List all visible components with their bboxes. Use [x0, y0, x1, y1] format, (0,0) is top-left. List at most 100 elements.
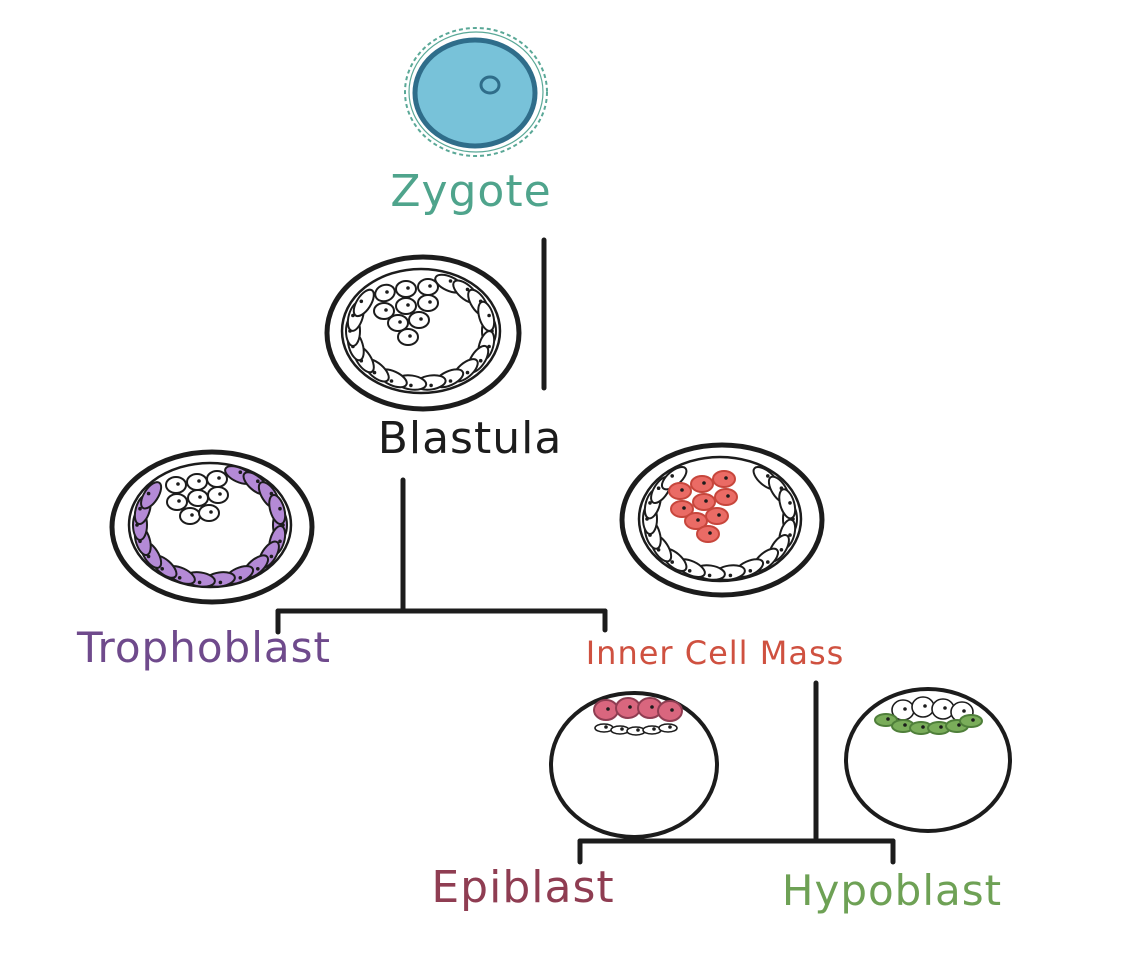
- nucleus-dot: [604, 725, 608, 729]
- ring-cell: [268, 493, 287, 526]
- inner-cell: [186, 473, 208, 491]
- nucleus-dot: [198, 495, 202, 499]
- nucleus-dot: [903, 707, 907, 711]
- nucleus-dot: [372, 370, 377, 375]
- inner-cell: [206, 470, 228, 488]
- inner-cell: [187, 489, 209, 507]
- inner-cell: [374, 283, 396, 303]
- nucleus-dot: [903, 723, 907, 727]
- nucleus-dot: [177, 576, 182, 580]
- nucleus-dot: [717, 513, 721, 517]
- nucleus-dot: [708, 531, 712, 535]
- inner-cell: [705, 507, 729, 525]
- hypoblast-label: Hypoblast: [782, 866, 1002, 915]
- nucleus-dot: [943, 706, 947, 710]
- inner-cell: [626, 726, 646, 736]
- nucleus-dot: [146, 491, 151, 496]
- nucleus-dot: [670, 560, 674, 564]
- blastula-cell-icon: [324, 254, 522, 412]
- trophoblast-label: Trophoblast: [76, 623, 331, 672]
- inner-cell: [387, 314, 409, 332]
- nucleus-dot: [398, 320, 402, 324]
- inner-cell: [657, 700, 683, 722]
- inner-cell-mass-label: Inner Cell Mass: [586, 634, 845, 672]
- nucleus-dot: [384, 308, 388, 312]
- inner-cell: [417, 278, 439, 296]
- inner-cell-mass-cell-icon: [619, 442, 825, 598]
- zygote-cell-icon: [404, 27, 548, 157]
- nucleus-dot: [648, 501, 652, 505]
- hypoblast-cell-icon: [844, 687, 1012, 833]
- inner-cell: [166, 493, 188, 511]
- nucleus-dot: [278, 539, 282, 544]
- nucleus-dot: [682, 506, 686, 510]
- blastula-branch-connector: [275, 477, 608, 635]
- nucleus-dot: [670, 708, 674, 712]
- nucleus-dot: [209, 510, 213, 514]
- nucleus-dot: [359, 299, 364, 304]
- nucleus-dot: [160, 567, 164, 571]
- nucleus-dot: [766, 474, 770, 478]
- nucleus-dot: [487, 313, 491, 318]
- nucleus-dot: [702, 481, 706, 485]
- nucleus-dot: [668, 725, 672, 729]
- epiblast-label: Epiblast: [431, 862, 614, 913]
- nucleus-dot: [670, 474, 674, 478]
- inner-cell: [610, 725, 630, 735]
- nucleus-dot: [217, 476, 221, 480]
- nucleus-dot: [278, 506, 282, 511]
- nucleus-dot: [408, 334, 412, 338]
- ring-cell: [778, 488, 797, 520]
- nucleus-dot: [788, 533, 792, 537]
- nucleus-dot: [409, 383, 413, 388]
- nucleus-dot: [419, 317, 423, 321]
- zygote-label: Zygote: [390, 166, 551, 217]
- nucleus-dot: [389, 379, 394, 383]
- nucleus-dot: [957, 723, 961, 727]
- nucleus-dot: [788, 501, 792, 505]
- nucleus-dot: [962, 709, 966, 713]
- inner-cell: [696, 525, 720, 543]
- inner-cell: [658, 723, 678, 733]
- inner-cell: [593, 699, 619, 721]
- inner-cell: [207, 486, 229, 504]
- nucleus-dot: [138, 506, 142, 511]
- nucleus-dot: [255, 567, 260, 571]
- nucleus-dot: [269, 554, 274, 559]
- inner-cell: [417, 294, 439, 312]
- nucleus-dot: [448, 279, 453, 283]
- nucleus-dot: [406, 303, 410, 307]
- nucleus-dot: [478, 358, 483, 363]
- inner-cell: [642, 725, 662, 735]
- nucleus-dot: [650, 705, 654, 709]
- inner-cell: [690, 475, 714, 493]
- nucleus-dot: [704, 499, 708, 503]
- inner-cell: [179, 507, 201, 525]
- nucleus-dot: [429, 383, 433, 388]
- blastula-label: Blastula: [378, 413, 563, 464]
- nucleus-dot: [176, 482, 180, 486]
- nucleus-dot: [238, 470, 243, 475]
- ring-cell: [352, 288, 375, 318]
- nucleus-dot: [724, 476, 728, 480]
- nucleus-dot: [923, 704, 927, 708]
- inner-cell: [911, 696, 935, 718]
- nucleus-dot: [177, 499, 181, 503]
- nucleus-dot: [707, 573, 712, 578]
- trophoblast-cell-icon: [109, 449, 315, 605]
- nucleus-dot: [652, 727, 656, 731]
- nucleus-dot: [197, 479, 201, 483]
- nucleus-dot: [385, 290, 389, 294]
- nucleus-dot: [726, 494, 730, 498]
- inner-cell: [714, 488, 738, 506]
- nucleus-dot: [886, 717, 890, 721]
- inner-cell: [594, 723, 614, 733]
- nucleus-dot: [939, 725, 943, 729]
- inner-cell: [615, 697, 641, 719]
- nucleus-dot: [606, 707, 610, 711]
- nucleus-dot: [696, 518, 700, 522]
- nucleus-dot: [628, 705, 632, 709]
- nucleus-dot: [680, 488, 684, 492]
- inner-cell: [692, 493, 716, 511]
- ring-cell: [477, 300, 496, 332]
